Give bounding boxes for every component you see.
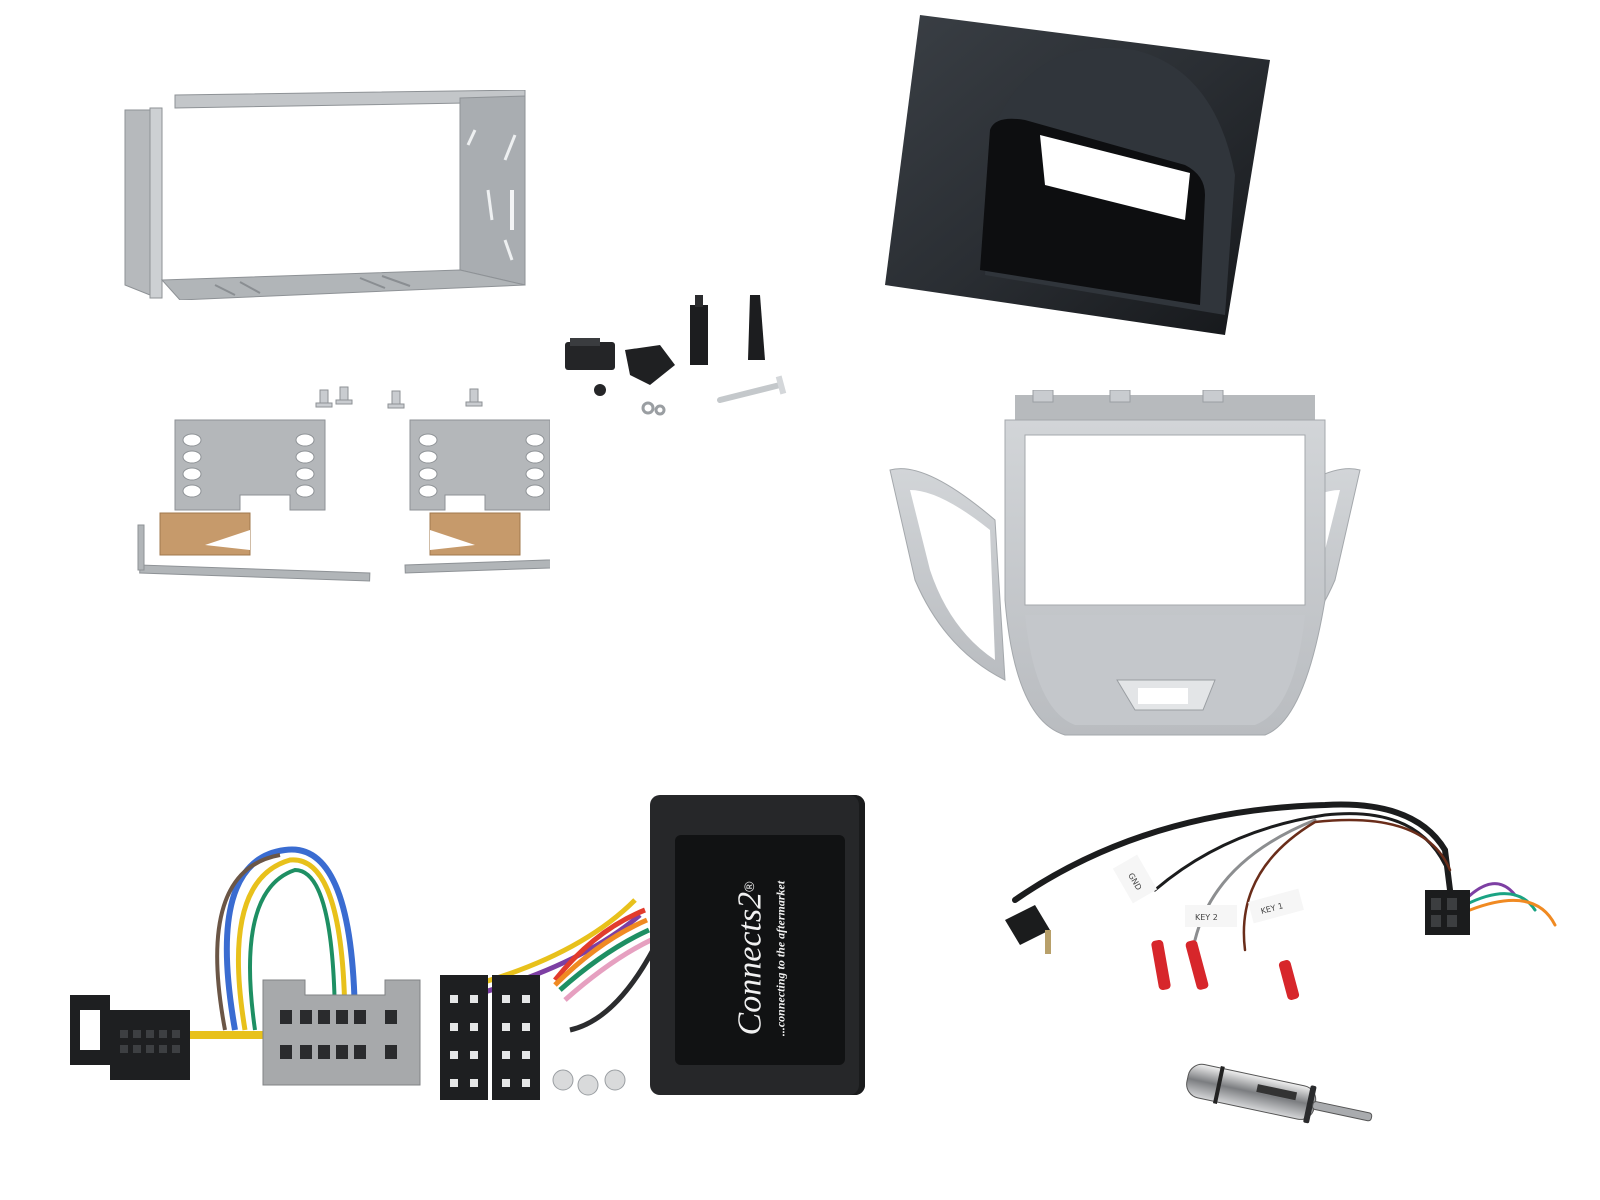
- plastic-fixings: [560, 290, 820, 430]
- brand-label: Connects2® ...connecting to the aftermar…: [675, 835, 845, 1065]
- aerial-adaptor: [1175, 1060, 1385, 1140]
- brand-name: Connects2: [731, 891, 769, 1036]
- registered-mark: ®: [741, 881, 758, 892]
- side-brackets: [130, 385, 550, 585]
- tag-key-2: KEY 2: [1195, 913, 1218, 922]
- fascia-panel: [885, 390, 1365, 745]
- din-cage: [120, 90, 540, 300]
- patch-lead: GND KEY 2 KEY 1: [995, 770, 1595, 1000]
- interface-box: Connects2® ...connecting to the aftermar…: [650, 795, 865, 1095]
- display-hood: [885, 15, 1275, 335]
- steering-control-interface: [55, 780, 875, 1110]
- brand-tagline: ...connecting to the aftermarket: [773, 880, 788, 1037]
